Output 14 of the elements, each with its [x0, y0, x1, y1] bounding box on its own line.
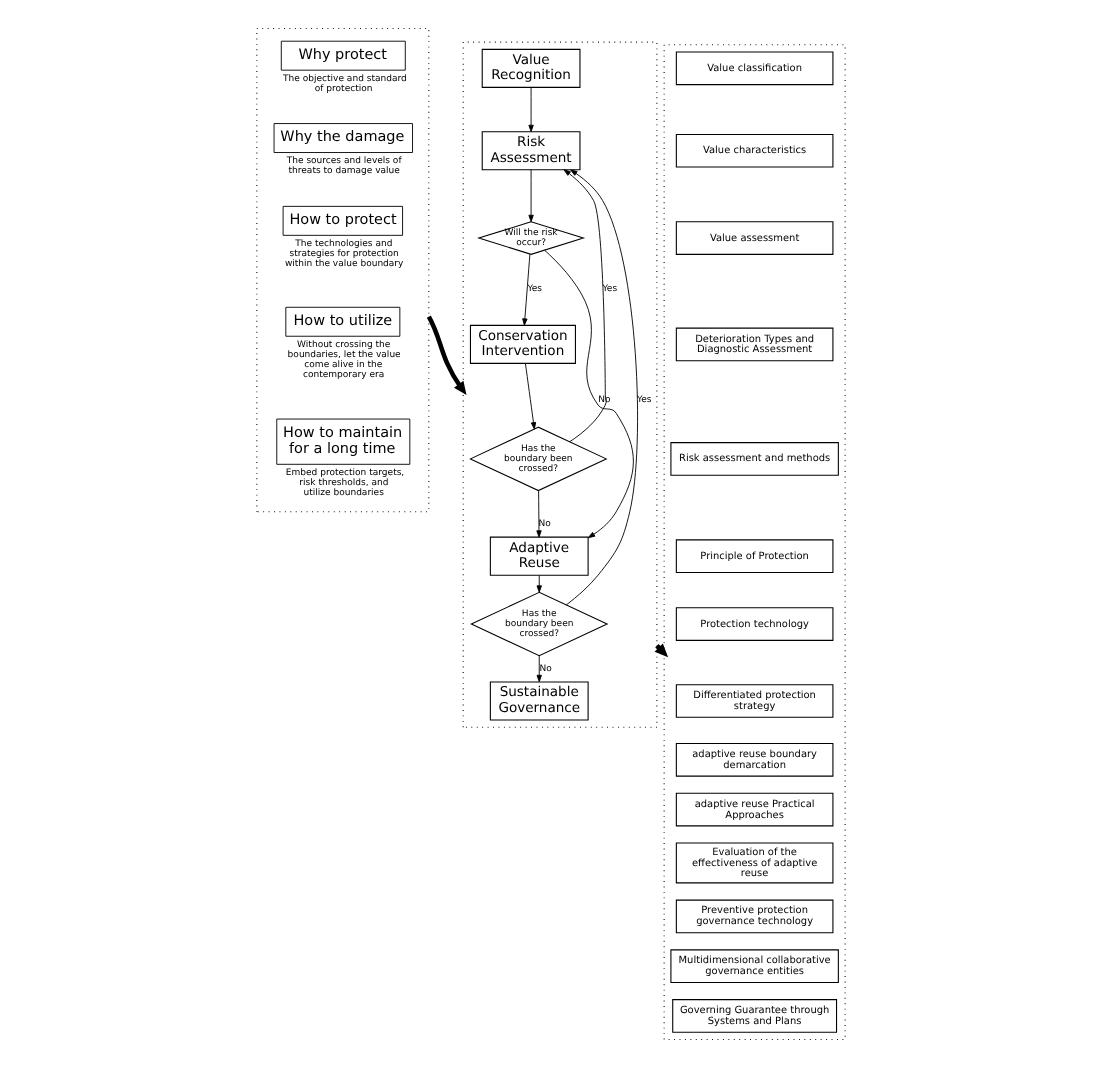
arrow [543, 249, 633, 539]
arrow [527, 169, 533, 223]
arrow [527, 87, 533, 133]
arrow [425, 315, 466, 396]
cluster [461, 41, 657, 728]
arrow [535, 655, 541, 683]
arrow [535, 490, 541, 538]
arrow [562, 169, 606, 443]
arrow [521, 253, 530, 326]
cluster [255, 28, 429, 513]
arrow [523, 362, 536, 430]
cluster [662, 44, 845, 1040]
arrow [535, 575, 541, 593]
arrow [564, 169, 638, 606]
